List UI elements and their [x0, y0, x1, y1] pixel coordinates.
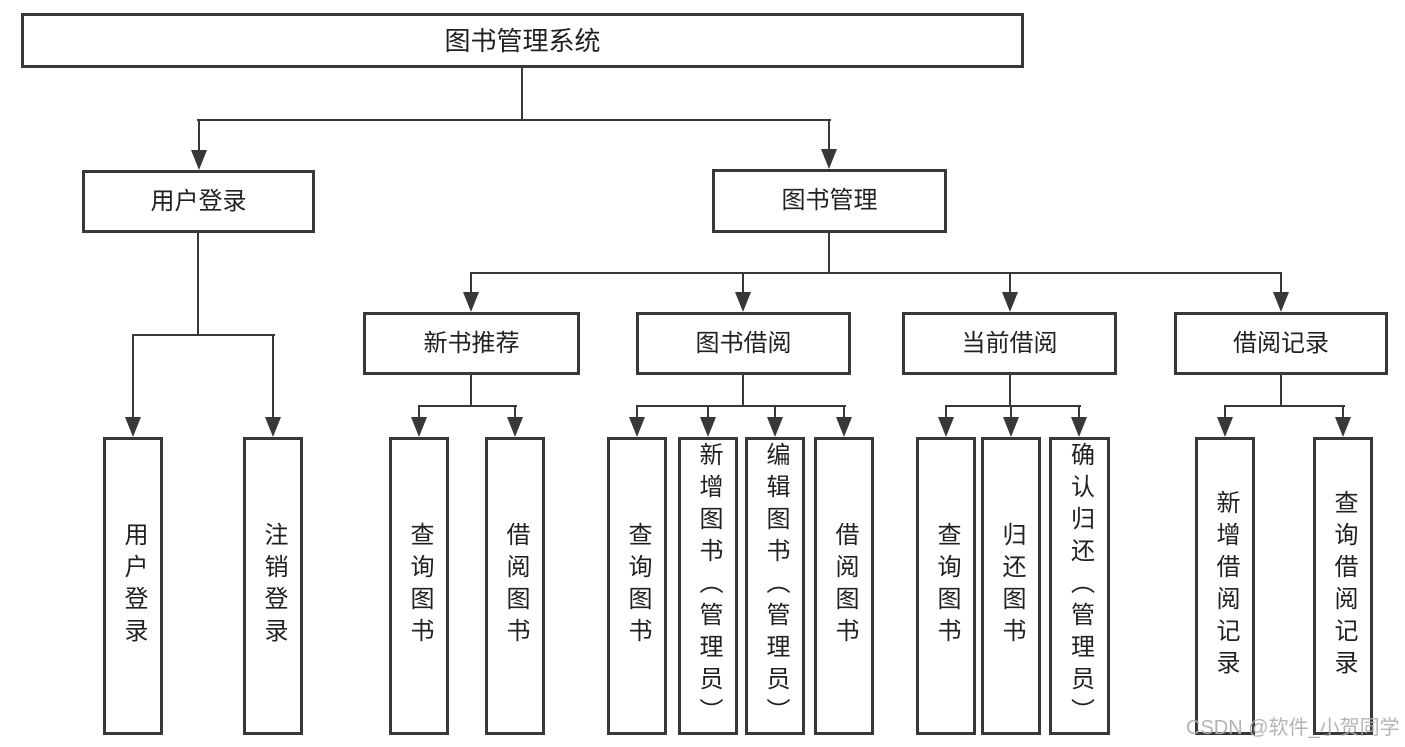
- arrowhead-down-icon: [411, 417, 427, 437]
- arrowhead-down-icon: [125, 417, 141, 437]
- connector-drop: [742, 272, 744, 294]
- connector-level2-rail: [470, 272, 1282, 274]
- node-label: 图书借阅: [695, 329, 792, 357]
- node-label: 新书推荐: [423, 329, 520, 357]
- node-label: 图书管理: [781, 187, 878, 214]
- node-book-management: 图书管理: [712, 169, 947, 233]
- node-current-borrowing: 当前借阅: [902, 312, 1117, 375]
- connector-stem: [742, 375, 744, 407]
- node-library-management-system: 图书管理系统: [21, 13, 1024, 68]
- connector-drop: [1280, 272, 1282, 294]
- connector-rail: [1224, 405, 1345, 407]
- connector-rail: [945, 405, 1081, 407]
- connector-drop: [132, 334, 134, 419]
- leaf-edit-books-admin: 编辑图书（管理员）: [745, 437, 805, 735]
- node-label: 新增图书（管理员）: [695, 442, 722, 730]
- arrowhead-down-icon: [507, 417, 523, 437]
- node-borrowing-records: 借阅记录: [1174, 312, 1388, 375]
- node-user-login-group: 用户登录: [82, 170, 315, 233]
- connector-drop: [1342, 405, 1344, 419]
- connector-drop: [636, 405, 638, 419]
- node-label: 归还图书: [998, 522, 1025, 650]
- connector-drop: [843, 405, 845, 419]
- connector-rail: [636, 405, 846, 407]
- node-new-book-recommendation: 新书推荐: [363, 312, 580, 375]
- arrowhead-down-icon: [1071, 417, 1087, 437]
- connector-drop: [514, 405, 516, 419]
- connector-stem: [470, 375, 472, 407]
- connector-drop: [1078, 405, 1080, 419]
- connector-stem: [1009, 375, 1011, 407]
- node-label: 注销登录: [260, 522, 287, 650]
- leaf-add-borrow-record: 新增借阅记录: [1195, 437, 1255, 735]
- connector-drop: [1010, 405, 1012, 419]
- node-label: 编辑图书（管理员）: [762, 442, 789, 730]
- arrowhead-down-icon: [836, 417, 852, 437]
- leaf-user-login: 用户登录: [103, 437, 163, 735]
- connector-drop: [198, 119, 200, 152]
- csdn-watermark: CSDN @软件_小贺同学: [1186, 717, 1400, 739]
- connector-root-stem: [521, 68, 523, 120]
- connector-drop: [470, 272, 472, 294]
- node-label: 用户登录: [120, 522, 147, 650]
- arrowhead-down-icon: [938, 417, 954, 437]
- connector-book-mgmt-stem: [828, 233, 830, 274]
- arrowhead-down-icon: [1335, 417, 1351, 437]
- leaf-query-borrow-record: 查询借阅记录: [1313, 437, 1373, 735]
- arrowhead-down-icon: [1217, 417, 1233, 437]
- node-label: 查询图书: [624, 522, 651, 650]
- node-label: 用户登录: [150, 187, 247, 215]
- connector-drop: [418, 405, 420, 419]
- connector-level1-rail: [197, 119, 831, 121]
- connector-drop: [1224, 405, 1226, 419]
- connector-rail: [418, 405, 517, 407]
- node-label: 当前借阅: [961, 329, 1058, 357]
- node-label: 确认归还（管理员）: [1066, 442, 1094, 730]
- connector-user-login-stem: [197, 233, 199, 336]
- arrowhead-down-icon: [700, 417, 716, 437]
- arrowhead-down-icon: [1003, 417, 1019, 437]
- arrowhead-down-icon: [265, 417, 281, 437]
- connector-drop: [1009, 272, 1011, 294]
- node-label: 新增借阅记录: [1212, 490, 1239, 682]
- arrowhead-down-icon: [1002, 292, 1018, 312]
- arrowhead-down-icon: [1273, 292, 1289, 312]
- connector-drop: [707, 405, 709, 419]
- connector-user-login-rail: [132, 334, 275, 336]
- connector-stem: [1280, 375, 1282, 407]
- node-book-borrowing: 图书借阅: [636, 312, 851, 375]
- node-label: 图书管理系统: [444, 25, 601, 56]
- leaf-query-books-recommend: 查询图书: [389, 437, 449, 735]
- connector-drop: [945, 405, 947, 419]
- arrowhead-down-icon: [191, 150, 207, 170]
- arrowhead-down-icon: [629, 417, 645, 437]
- leaf-borrow-books-recommend: 借阅图书: [485, 437, 545, 735]
- connector-drop: [774, 405, 776, 419]
- arrowhead-down-icon: [735, 292, 751, 312]
- node-label: 借阅记录: [1233, 329, 1329, 357]
- leaf-logout: 注销登录: [243, 437, 303, 735]
- connector-drop: [828, 119, 830, 152]
- node-label: 借阅图书: [502, 522, 529, 650]
- node-label: 查询图书: [406, 522, 433, 650]
- arrowhead-down-icon: [821, 149, 837, 169]
- leaf-add-books-admin: 新增图书（管理员）: [678, 437, 738, 735]
- node-label: 查询借阅记录: [1330, 490, 1357, 682]
- node-label: 查询图书: [933, 522, 960, 650]
- arrowhead-down-icon: [767, 417, 783, 437]
- leaf-query-books-borrowing: 查询图书: [607, 437, 667, 735]
- leaf-confirm-return-admin: 确认归还（管理员）: [1049, 437, 1110, 735]
- arrowhead-down-icon: [463, 292, 479, 312]
- connector-drop: [272, 334, 274, 419]
- node-label: 借阅图书: [831, 522, 858, 650]
- leaf-query-books-current: 查询图书: [916, 437, 976, 735]
- leaf-return-books: 归还图书: [981, 437, 1041, 735]
- leaf-borrow-books: 借阅图书: [814, 437, 874, 735]
